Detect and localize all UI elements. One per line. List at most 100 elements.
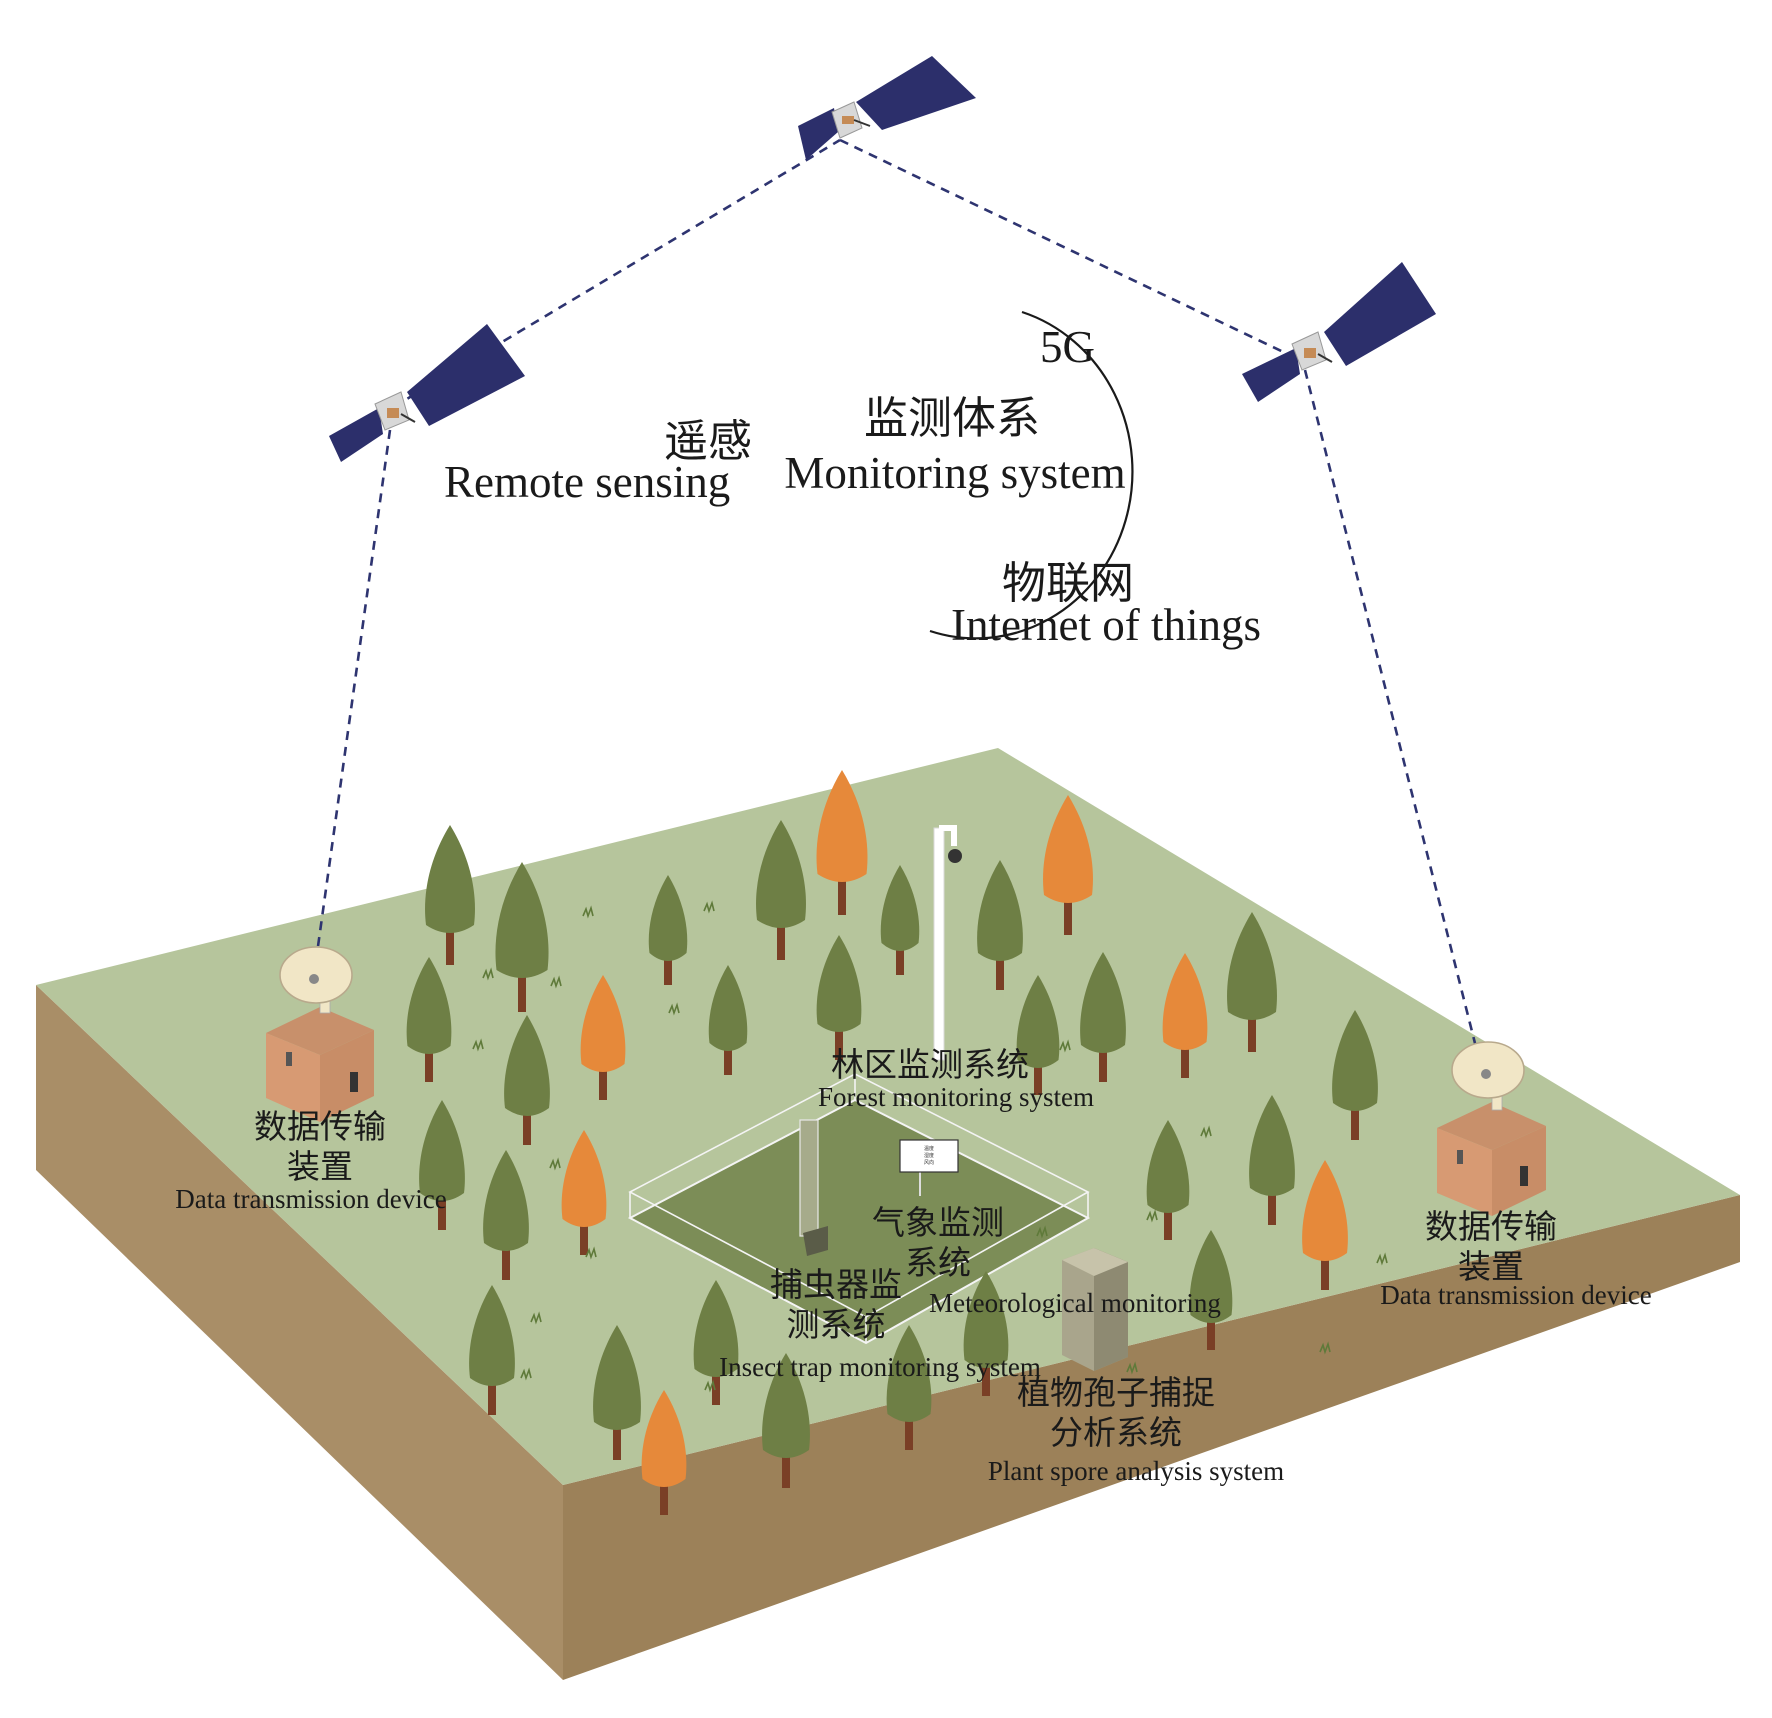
satellite-icon — [329, 324, 525, 462]
surveillance-camera-icon — [933, 825, 962, 1061]
tree-crown — [886, 1325, 932, 1422]
tree-crown — [1189, 1230, 1233, 1323]
tree-green — [425, 825, 475, 965]
grass-tuft — [549, 1157, 561, 1171]
satellite-icon — [798, 56, 976, 160]
grass-tuft — [520, 1367, 532, 1381]
tree-crown — [593, 1325, 641, 1430]
tree-trunk — [712, 1367, 720, 1405]
grass-tuft — [1319, 1341, 1331, 1355]
tree-trunk — [782, 1448, 790, 1488]
tree-trunk — [1064, 893, 1072, 935]
grass-tuft — [472, 1038, 484, 1052]
tree-green — [1189, 1230, 1233, 1350]
tree-orange — [816, 770, 868, 915]
tree-orange — [1162, 953, 1208, 1078]
tree-orange — [1302, 1160, 1348, 1290]
grass-tuft — [1059, 1039, 1071, 1053]
link-top-satellite-to-right-satellite — [839, 138, 1301, 362]
tree-crown — [816, 935, 862, 1032]
tree-green — [708, 965, 748, 1075]
tree-trunk — [777, 918, 785, 960]
tree-green — [886, 1325, 932, 1450]
insect-cn-line2: 测系统 — [786, 1305, 886, 1344]
tree-green — [406, 957, 452, 1082]
tree-trunk — [613, 1420, 621, 1460]
tree-trunk — [724, 1041, 732, 1075]
tree-crown — [406, 957, 452, 1054]
grass-tuft — [668, 1002, 680, 1016]
hub-title-en: Monitoring system — [784, 448, 1126, 498]
tree-crown — [1043, 795, 1093, 903]
grass-tuft — [1376, 1252, 1388, 1266]
weather-sign-line2: 湿度 — [924, 1152, 934, 1159]
tree-crown — [880, 865, 920, 951]
tree-trunk — [896, 941, 904, 975]
tree-green — [495, 862, 549, 1012]
tree-crown — [1249, 1095, 1295, 1196]
tree-crown — [469, 1285, 515, 1386]
tree-trunk — [438, 1191, 446, 1230]
tree-crown — [1016, 975, 1060, 1068]
tree-trunk — [599, 1062, 607, 1100]
spore-cn-line1: 植物孢子捕捉 — [1017, 1373, 1215, 1412]
spore-cn-line2: 分析系统 — [1050, 1413, 1182, 1452]
tree-orange — [580, 975, 626, 1100]
data-building-left — [266, 946, 374, 1122]
weather-cn-line1: 气象监测 — [872, 1203, 1004, 1242]
tree-crown — [963, 1271, 1009, 1368]
tree-green — [1332, 1010, 1378, 1140]
tree-green — [1146, 1120, 1190, 1240]
weather-sign-line1: 温度 — [924, 1145, 934, 1152]
grass-tuft — [482, 967, 494, 981]
data-building-right — [1437, 1041, 1546, 1216]
tree-trunk — [905, 1412, 913, 1450]
iot-en: Internet of things — [951, 600, 1261, 650]
insect-en: Insect trap monitoring system — [719, 1352, 1041, 1382]
tree-trunk — [425, 1044, 433, 1082]
tree-green — [963, 1271, 1009, 1396]
tree-green — [977, 860, 1023, 990]
tree-crown — [641, 1390, 687, 1487]
tree-orange — [641, 1390, 687, 1515]
tree-crown — [1332, 1010, 1378, 1111]
tree-green — [816, 935, 862, 1060]
tree-trunk — [1099, 1043, 1107, 1082]
grass-tuft — [1200, 1125, 1212, 1139]
tree-crown — [425, 825, 475, 933]
tree-crown — [977, 860, 1023, 961]
tree-crown — [504, 1015, 550, 1116]
weather-plot — [627, 1073, 1091, 1345]
tree-green — [1080, 952, 1126, 1082]
tree-crown — [561, 1130, 607, 1227]
tree-green — [1227, 912, 1277, 1052]
tree-trunk — [1207, 1313, 1215, 1350]
satellite-icon — [1242, 262, 1436, 402]
link-left-satellite-to-left-dish — [312, 429, 392, 976]
tree-green — [483, 1150, 529, 1280]
grass-tuft — [582, 905, 594, 919]
tree-green — [762, 1353, 810, 1488]
tree-green — [1016, 975, 1060, 1095]
grass-tuft — [585, 1246, 597, 1260]
tree-trunk — [996, 951, 1004, 990]
insect-cn-line1: 捕虫器监 — [770, 1265, 902, 1304]
weather-cn-line2: 系统 — [905, 1243, 971, 1282]
grass-tuft — [1036, 1225, 1048, 1239]
tree-trunk — [446, 923, 454, 965]
ground-side-right — [563, 1195, 1740, 1680]
tree-crown — [580, 975, 626, 1072]
remote-sensing-en: Remote sensing — [444, 457, 731, 507]
tree-crown — [762, 1353, 810, 1458]
satellite-dish-icon — [1451, 1041, 1525, 1111]
tree-trunk — [523, 1106, 531, 1145]
data-left-cn-line2: 装置 — [287, 1147, 353, 1186]
data-right-cn-line1: 数据传输 — [1425, 1207, 1557, 1246]
grass-tuft — [1146, 1209, 1158, 1223]
spore-en: Plant spore analysis system — [987, 1456, 1285, 1486]
tree-crown — [1302, 1160, 1348, 1261]
tree-green — [504, 1015, 550, 1145]
tree-trunk — [502, 1241, 510, 1280]
satellite-dish-icon — [279, 946, 353, 1014]
